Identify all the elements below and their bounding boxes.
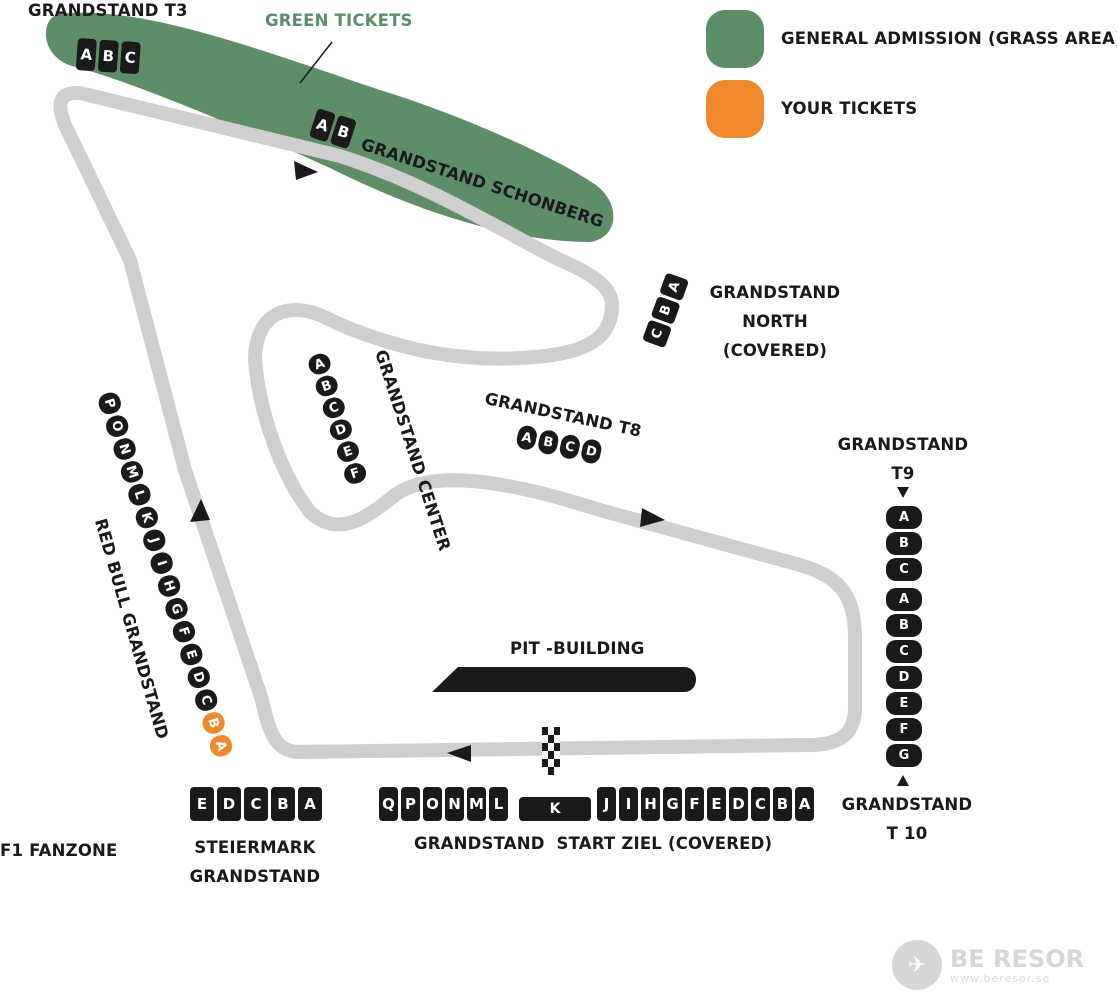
seat-section-f: F	[685, 787, 704, 821]
seat-section-p: P	[401, 787, 420, 821]
seat-section-n: N	[445, 787, 464, 821]
direction-arrow-top	[294, 161, 318, 180]
seat-section-i: I	[619, 787, 638, 821]
seat-section-b: B	[886, 532, 922, 555]
checkered-flag-icon	[542, 727, 560, 775]
seat-section-l: L	[489, 787, 508, 821]
seat-section-c: C	[244, 787, 268, 821]
seat-section-j: J	[597, 787, 616, 821]
seat-section-c: C	[886, 558, 922, 581]
seat-section-e: E	[707, 787, 726, 821]
seat-section-a: A	[886, 506, 922, 529]
legend-general-admission: GENERAL ADMISSION (GRASS AREA)	[781, 29, 1117, 48]
seat-section-c: C	[751, 787, 770, 821]
grandstand-north-label-2: NORTH	[742, 312, 808, 331]
seat-section-e: E	[190, 787, 214, 821]
grandstand-t9-label-2: T9	[891, 464, 915, 483]
steiermark-label-1: STEIERMARK	[194, 838, 316, 857]
stand-start-ziel-k-seat: K	[519, 797, 591, 821]
grandstand-t10-label-2: T 10	[886, 824, 928, 843]
seat-section-e: E	[886, 692, 922, 715]
steiermark-label-2: GRANDSTAND	[189, 867, 321, 886]
seat-section-b: B	[97, 39, 119, 73]
grandstand-north-label-1: GRANDSTAND	[709, 283, 841, 302]
seat-section-d: D	[729, 787, 748, 821]
seat-section-d: D	[217, 787, 241, 821]
race-track	[53, 85, 862, 759]
seat-section-g: G	[663, 787, 682, 821]
general-admission-swatch	[706, 10, 764, 68]
direction-arrow-middle	[640, 508, 665, 527]
seat-section-a: A	[795, 787, 814, 821]
seat-section-c: C	[886, 640, 922, 663]
seat-section-b: B	[773, 787, 792, 821]
grandstand-north-label-3: (COVERED)	[722, 341, 828, 360]
seat-section-o: O	[423, 787, 442, 821]
your-tickets-swatch	[706, 80, 764, 138]
t9-pointer-icon	[897, 487, 909, 498]
pit-building-shape	[432, 667, 696, 692]
seat-section-a: A	[75, 38, 97, 72]
seat-section-a: A	[886, 588, 922, 611]
seat-section-q: Q	[379, 787, 398, 821]
grandstand-t9-label-1: GRANDSTAND	[837, 435, 969, 454]
seat-section-c: C	[119, 41, 141, 75]
seat-section-g: G	[886, 744, 922, 767]
legend-your-tickets: YOUR TICKETS	[781, 99, 918, 118]
seat-section-b: B	[536, 428, 561, 456]
seat-section-m: M	[467, 787, 486, 821]
brand-watermark: ✈ BE RESOR www.beresor.se	[892, 940, 1084, 990]
start-ziel-label: GRANDSTAND START ZIEL (COVERED)	[414, 834, 773, 853]
seat-section-b: B	[886, 614, 922, 637]
grandstand-t3-label: GRANDSTAND T3	[28, 1, 188, 20]
t10-pointer-icon	[897, 775, 909, 786]
direction-arrow-left	[190, 499, 210, 522]
brand-name: BE RESOR	[950, 944, 1085, 973]
seat-section-d: D	[886, 666, 922, 689]
seat-section-f: F	[886, 718, 922, 741]
brand-site: www.beresor.se	[950, 971, 1051, 985]
brand-logo-icon: ✈	[892, 940, 942, 990]
seat-section-a: A	[298, 787, 322, 821]
seat-section-b: B	[271, 787, 295, 821]
pit-building-label: PIT -BUILDING	[510, 639, 645, 658]
seat-section-c: C	[558, 433, 582, 461]
direction-arrow-bottom	[447, 745, 471, 762]
seat-section-a: A	[515, 424, 539, 452]
seat-section-h: H	[641, 787, 660, 821]
grandstand-t10-label-1: GRANDSTAND	[841, 795, 973, 814]
f1-fanzone-label: F1 FANZONE	[0, 841, 118, 860]
green-tickets-label: GREEN TICKETS	[265, 11, 413, 30]
green-tickets-leader-line	[299, 41, 333, 84]
